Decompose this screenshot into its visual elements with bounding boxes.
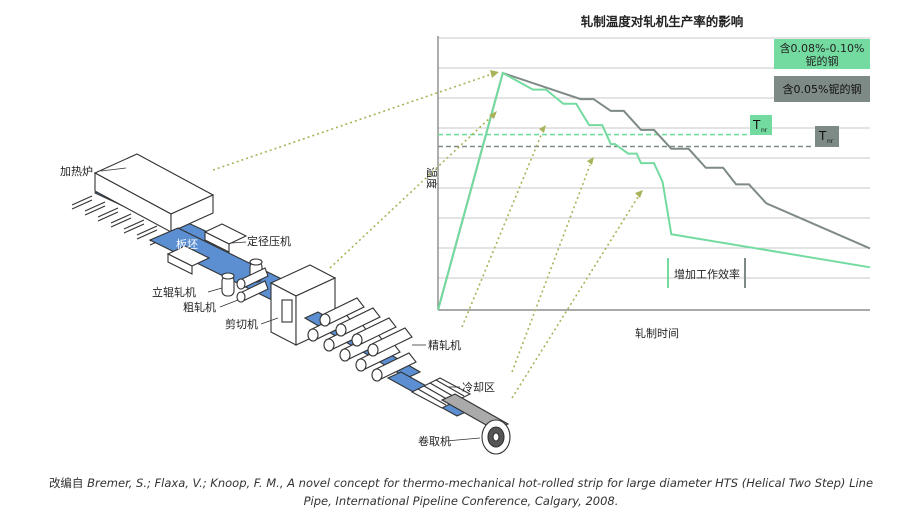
tnr-subscript: nr [827,138,834,145]
chart: 轧制温度对轧机生产率的影响 温度 轧制时间 含0.08%-0.10% 铌的钢 [425,14,871,340]
sizing-press [166,223,248,275]
caption: 改编自 Bremer, S.; Flaxa, V.; Knoop, F. M.,… [40,474,882,510]
label-edger: 立辊轧机 [152,285,196,299]
y-axis-label: 温度 [425,167,439,189]
label-sizing-press: 定径压机 [247,234,291,248]
label-cooling: 冷却区 [462,381,495,394]
label-coiler: 卷取机 [418,434,451,448]
connectors [212,73,639,399]
tnr-symbol: T [752,118,761,132]
tnr-box-low-nb: T nr [815,126,839,147]
tnr-box-high-nb: T nr [750,115,772,135]
legend-swatch-high-nb [774,39,870,69]
label-slab: 板坯 [176,237,198,251]
connector-furnace [212,73,493,171]
label-roughing: 粗轧机 [183,300,216,314]
label-finishing: 精轧机 [428,338,461,352]
connector-arrowheads [489,70,643,198]
reheating-furnace [93,153,215,233]
annotation-text: 增加工作效率 [674,267,740,281]
rolling-mill [71,153,511,455]
label-furnace: 加热炉 [60,165,93,178]
series-line-high-nb [437,71,871,311]
connector-cooling [511,196,639,399]
caption-prefix: 改编自 [48,476,88,490]
legend: 含0.08%-0.10% 铌的钢 含0.05%铌的钢 [774,39,870,102]
connector-finishing-2 [511,164,591,373]
caption-citation-line1: Bremer, S.; Flaxa, V.; Knoop, F. M., A n… [87,476,874,490]
finishing-rolls [307,297,417,382]
legend-label-high-nb-line1: 含0.08%-0.10% [780,41,865,55]
legend-label-high-nb-line2: 铌的钢 [806,54,839,68]
series-line-low-nb [437,71,871,311]
tnr-symbol: T [818,129,827,143]
legend-swatch-low-nb [774,76,870,102]
connector-finishing-1 [461,132,543,328]
label-shear: 剪切机 [225,317,258,331]
connector-roughing [329,115,493,269]
entry-conveyor-rolls [71,195,171,246]
x-axis-label: 轧制时间 [635,326,679,340]
coiler [440,393,511,455]
roughing-rolls [236,267,269,303]
chart-title: 轧制温度对轧机生产率的影响 [581,14,744,29]
legend-label-low-nb: 含0.05%铌的钢 [783,82,862,96]
mill-labels: 加热炉 板坯 定径压机 立辊轧机 粗轧机 剪切机 精轧机 冷却区 卷取机 [60,165,495,448]
tnr-subscript: nr [761,127,768,134]
gridlines [438,37,870,279]
caption-citation-line2: Pipe, International Pipeline Conference,… [303,494,619,508]
caption-line-1: 改编自 Bremer, S.; Flaxa, V.; Knoop, F. M.,… [40,474,882,492]
